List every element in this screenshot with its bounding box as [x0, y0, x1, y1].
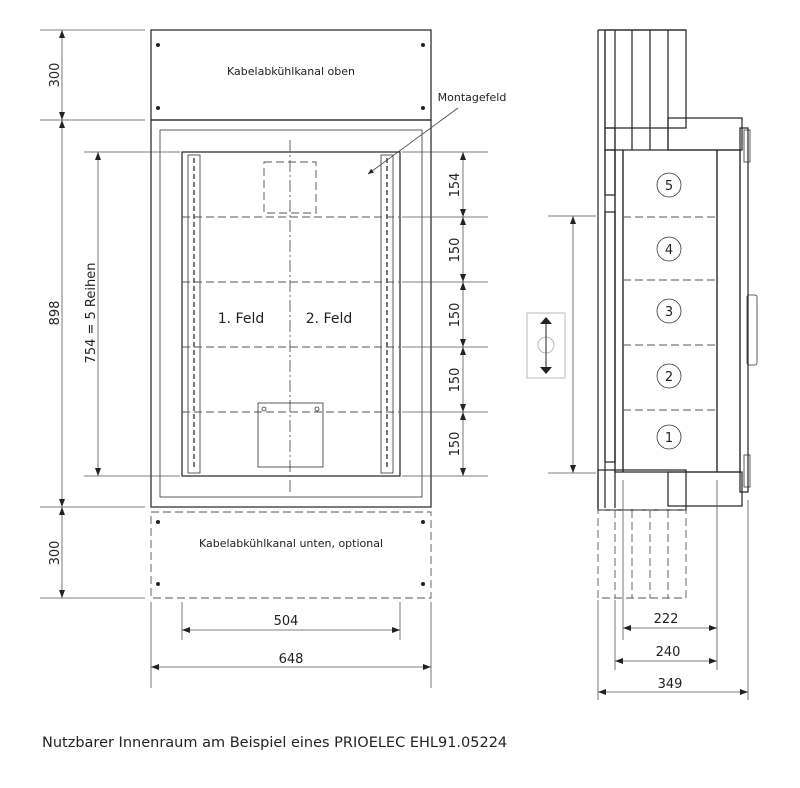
figure-caption: Nutzbarer Innenraum am Beispiel eines PR…	[42, 735, 508, 751]
dim-enclosure-height: 898	[48, 301, 63, 326]
row-marker-5: 5	[656, 172, 682, 198]
dim-usable-rows: 754 = 5 Reihen	[84, 263, 99, 364]
enclosure: 1. Feld 2. Feld	[150, 119, 432, 508]
hinge-top	[743, 129, 751, 163]
field-2-label: 2. Feld	[306, 311, 352, 327]
right-row-dimensions: 154 150 150 150 150	[402, 151, 488, 477]
field-1-label: 1. Feld	[218, 311, 264, 327]
svg-text:4: 4	[665, 243, 673, 258]
usable-height-dimension	[548, 215, 596, 474]
svg-text:1: 1	[665, 431, 673, 446]
front-view: Kabelabkühlkanal oben 1. Feld 2. Feld Mo…	[40, 29, 507, 688]
svg-text:5: 5	[665, 179, 673, 194]
side-view: 5 4 3 2 1 222 240	[526, 29, 758, 700]
dim-outer-width: 648	[279, 652, 304, 667]
dim-row-5: 154	[448, 173, 463, 198]
bottom-plate	[257, 402, 324, 468]
left-dimensions: 300 898 300 754 = 5 Reihen	[40, 29, 180, 599]
svg-text:3: 3	[665, 305, 673, 320]
move-up-down-icon	[526, 312, 566, 379]
hinge-bottom	[743, 454, 751, 488]
dim-bottom-channel-height: 300	[48, 541, 63, 566]
dim-depth: 240	[656, 645, 681, 660]
row-marker-2: 2	[656, 363, 682, 389]
dim-row-2: 150	[448, 368, 463, 393]
svg-text:2: 2	[665, 370, 673, 385]
door-handle	[746, 294, 758, 366]
dim-row-3: 150	[448, 303, 463, 328]
top-cutout-outline	[263, 161, 317, 214]
dim-inner-depth: 222	[654, 612, 679, 627]
dim-total-depth: 349	[658, 677, 683, 692]
mounting-field-label: Montagefeld	[438, 91, 507, 104]
dim-top-channel-height: 300	[48, 63, 63, 88]
dim-row-4: 150	[448, 238, 463, 263]
bottom-channel-label: Kabelabkühlkanal unten, optional	[199, 537, 383, 550]
bottom-cable-channel-optional: Kabelabkühlkanal unten, optional	[150, 511, 432, 599]
top-cable-channel: Kabelabkühlkanal oben	[150, 29, 432, 121]
row-marker-3: 3	[656, 298, 682, 324]
technical-drawing: Kabelabkühlkanal oben 1. Feld 2. Feld Mo…	[40, 29, 758, 700]
top-channel-label: Kabelabkühlkanal oben	[227, 65, 355, 78]
row-marker-1: 1	[656, 424, 682, 450]
row-marker-4: 4	[656, 236, 682, 262]
bottom-width-dimensions: 504 648	[150, 602, 432, 688]
enclosure-section: 5 4 3 2 1	[614, 117, 758, 507]
depth-dimensions: 222 240 349	[597, 480, 749, 700]
dim-row-1: 150	[448, 432, 463, 457]
dim-inner-width: 504	[274, 614, 299, 629]
wall-section	[597, 29, 687, 599]
